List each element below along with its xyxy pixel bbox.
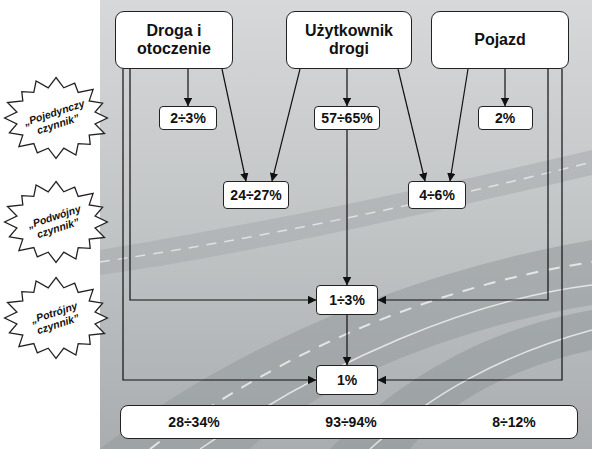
total-band: 28÷34% 93÷94% 8÷12% — [120, 405, 578, 439]
percent-box: 1% — [316, 365, 378, 395]
node-label: Użytkownik drogi — [293, 22, 405, 59]
factor-box: Użytkownik drogi — [286, 11, 412, 69]
connector-arrow — [123, 69, 316, 380]
starburst-callout: „Podwójny czynnik” — [2, 180, 110, 264]
starburst-callout: „Pojedynczy czynnik” — [2, 76, 110, 160]
node-label: 2% — [495, 110, 515, 126]
connector-arrow — [346, 315, 347, 365]
connector-arrow — [504, 69, 505, 106]
node-label: 2÷3% — [170, 110, 206, 126]
percent-box: 2% — [478, 106, 533, 130]
percent-box: 2÷3% — [159, 106, 217, 130]
factor-box: Droga i otoczenie — [115, 11, 233, 69]
connector-arrow — [450, 69, 468, 181]
connector-arrow — [187, 69, 188, 106]
road-marking — [150, 262, 592, 449]
road-surface — [100, 150, 592, 275]
starburst-callout: „Potrójny czynnik” — [2, 276, 110, 360]
connector-arrow — [398, 69, 425, 181]
connector-arrow — [346, 69, 347, 106]
photo-ground — [100, 0, 592, 449]
node-label: 1% — [337, 372, 357, 388]
node-label: 57÷65% — [321, 110, 372, 126]
node-label: 4÷6% — [419, 187, 455, 203]
connector-arrow — [378, 69, 548, 300]
starburst-shape — [5, 78, 108, 159]
connector-arrow — [272, 69, 300, 181]
node-label: 24÷27% — [230, 187, 281, 203]
node-label: Pojazd — [474, 31, 526, 49]
connector-arrow — [378, 69, 562, 380]
starburst-shape — [5, 278, 108, 359]
node-label: 1÷3% — [329, 292, 365, 308]
percent-box: 57÷65% — [314, 106, 380, 130]
road-surface — [100, 240, 592, 449]
connector-arrow — [222, 69, 246, 181]
percent-box: 1÷3% — [316, 285, 378, 315]
percent-box: 4÷6% — [408, 181, 466, 209]
connector-arrow — [346, 130, 347, 285]
percent-box: 24÷27% — [223, 181, 289, 209]
connector-arrow — [130, 69, 316, 300]
total-value: 28÷34% — [168, 414, 219, 430]
total-value: 93÷94% — [325, 414, 376, 430]
starburst-shape — [5, 182, 108, 263]
road-marking — [100, 162, 592, 262]
factor-box: Pojazd — [431, 11, 569, 69]
total-value: 8÷12% — [492, 414, 536, 430]
node-label: Droga i otoczenie — [122, 22, 226, 59]
